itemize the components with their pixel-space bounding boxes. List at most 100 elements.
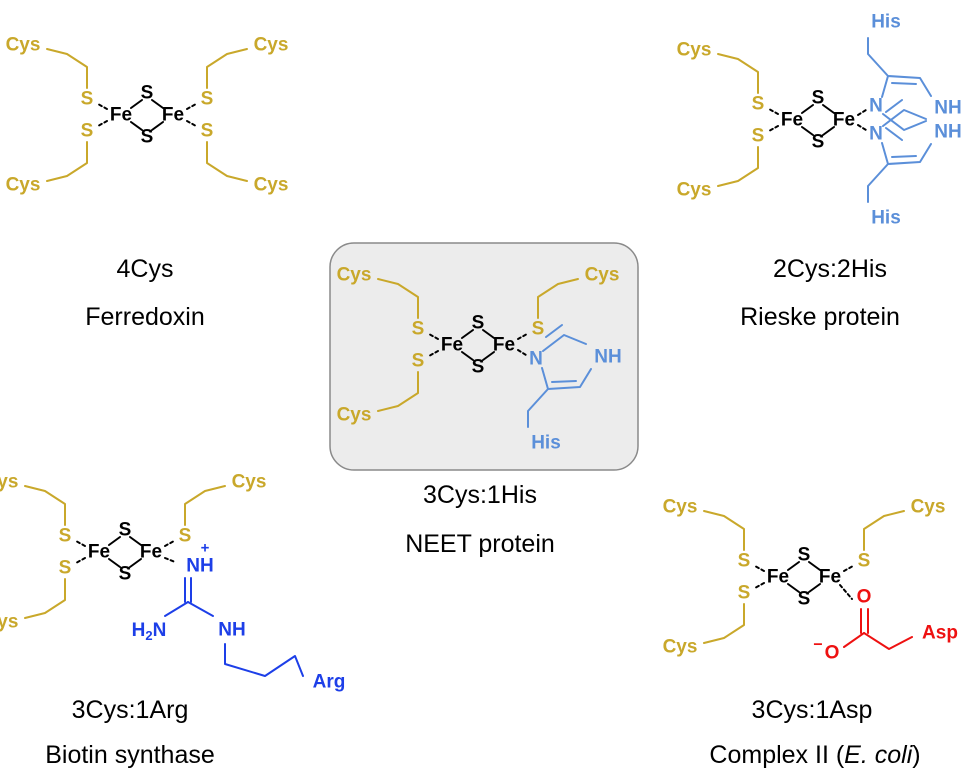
highlight-box [329, 242, 639, 471]
fe-s-bond [787, 561, 800, 571]
iron-label: Fe [767, 567, 789, 588]
arginine-label: Arg [313, 672, 346, 693]
label-biotin-ligation: 3Cys:1Arg [71, 696, 189, 724]
fe-s-bond [822, 126, 835, 136]
fe-s-bond [75, 540, 86, 547]
fe-s-bond [801, 126, 814, 136]
cysteine-chain [537, 278, 579, 319]
cysteine-sulfur-label: S [201, 89, 214, 110]
fe-s-bond [130, 99, 143, 109]
cysteine-label: Cys [254, 35, 289, 56]
label-complex2-ligation: 3Cys:1Asp [751, 696, 873, 724]
fe-s-bond [768, 108, 779, 115]
fe-s-bond [801, 104, 814, 114]
fe-n-bond [164, 557, 176, 563]
label-complex2-protein: Complex II (E. coli) [665, 741, 965, 770]
fe-s-bond [108, 536, 121, 546]
label-neet-protein: NEET protein [405, 530, 555, 558]
cysteine-chain [717, 146, 759, 187]
iron-label: Fe [493, 335, 515, 356]
fe-s-bond [428, 350, 439, 357]
cysteine-chain [703, 510, 745, 551]
guanidinium-nh-label: NH [186, 556, 213, 577]
iron-label: Fe [110, 105, 132, 126]
positive-charge-label: + [201, 540, 210, 557]
imidazole-n-label: N [869, 96, 883, 117]
fe-s-bond [164, 540, 175, 547]
fe-s-bond [129, 558, 142, 568]
cysteine-sulfur-label: S [179, 526, 192, 547]
fe-s-bond [151, 121, 164, 131]
bridging-sulfur-label: S [798, 545, 811, 566]
imidazole-double-bond [891, 155, 917, 158]
cysteine-chain [46, 141, 88, 182]
imidazole-nh-label: NH [934, 122, 961, 143]
fe-s-bond [787, 583, 800, 593]
fe-s-bond [428, 333, 439, 340]
guanidine-bond [187, 601, 214, 617]
bridging-sulfur-label: S [798, 589, 811, 610]
cysteine-label: Cys [232, 472, 267, 493]
imidazole-ring-bond [541, 367, 592, 390]
fe-s-bond [461, 329, 474, 339]
imidazole-ring-bond [882, 113, 927, 131]
fe-s-bond [186, 103, 197, 110]
guanidine-nh-label: NH [218, 620, 245, 641]
cysteine-chain [703, 603, 745, 644]
cysteine-label: Cys [337, 405, 372, 426]
bridging-sulfur-label: S [119, 520, 132, 541]
fe-s-bond [822, 104, 835, 114]
imidazole-ring-bond [882, 109, 927, 127]
cysteine-label: Cys [663, 497, 698, 518]
cysteine-sulfur-label: S [412, 351, 425, 372]
histidine-label: His [871, 208, 901, 229]
iron-label: Fe [162, 105, 184, 126]
fe-s-bond [129, 536, 142, 546]
fe-n-bond [857, 109, 867, 116]
imidazole-double-bond [551, 380, 577, 383]
iron-label: Fe [441, 335, 463, 356]
carboxylate-bond [843, 632, 865, 648]
imidazole-ring-bond [881, 75, 932, 98]
fe-s-bond [808, 583, 821, 593]
bridging-sulfur-label: S [472, 313, 485, 334]
negative-charge-label: − [813, 637, 822, 654]
label-ferredoxin-protein: Ferredoxin [85, 303, 205, 331]
bridging-sulfur-label: S [141, 83, 154, 104]
aspartate-label: Asp [922, 623, 958, 644]
cysteine-sulfur-label: S [858, 551, 871, 572]
imidazole-n-label: N [869, 124, 883, 145]
fe-s-bond [482, 351, 495, 361]
cysteine-label: Cys [6, 35, 41, 56]
cysteine-label: Cys [677, 40, 712, 61]
cysteine-chain [24, 578, 66, 619]
cysteine-sulfur-label: S [81, 121, 94, 142]
cysteine-sulfur-label: S [412, 319, 425, 340]
carbonyl-o-label: O [857, 587, 872, 608]
histidine-chain [867, 163, 889, 203]
cysteine-label: Cys [585, 265, 620, 286]
cysteine-sulfur-label: S [738, 551, 751, 572]
cysteine-chain [377, 371, 419, 412]
cysteine-chain [377, 278, 419, 319]
amine-h2n-label: H2N [132, 620, 167, 643]
cysteine-label: Cys [6, 175, 41, 196]
label-rieske-ligation: 2Cys:2His [773, 255, 887, 283]
imidazole-double-bond [891, 82, 917, 85]
histidine-label: His [871, 12, 901, 33]
cysteine-label: Cys [0, 472, 18, 493]
fe-n-bond [517, 349, 527, 356]
complex2-species: E. coli [844, 741, 913, 769]
cysteine-sulfur-label: S [752, 126, 765, 147]
cysteine-label: Cys [663, 637, 698, 658]
imidazole-double-bond [885, 99, 903, 113]
cysteine-sulfur-label: S [59, 526, 72, 547]
iron-label: Fe [819, 567, 841, 588]
fe-s-bond [754, 565, 765, 572]
cysteine-label: Cys [0, 612, 18, 633]
